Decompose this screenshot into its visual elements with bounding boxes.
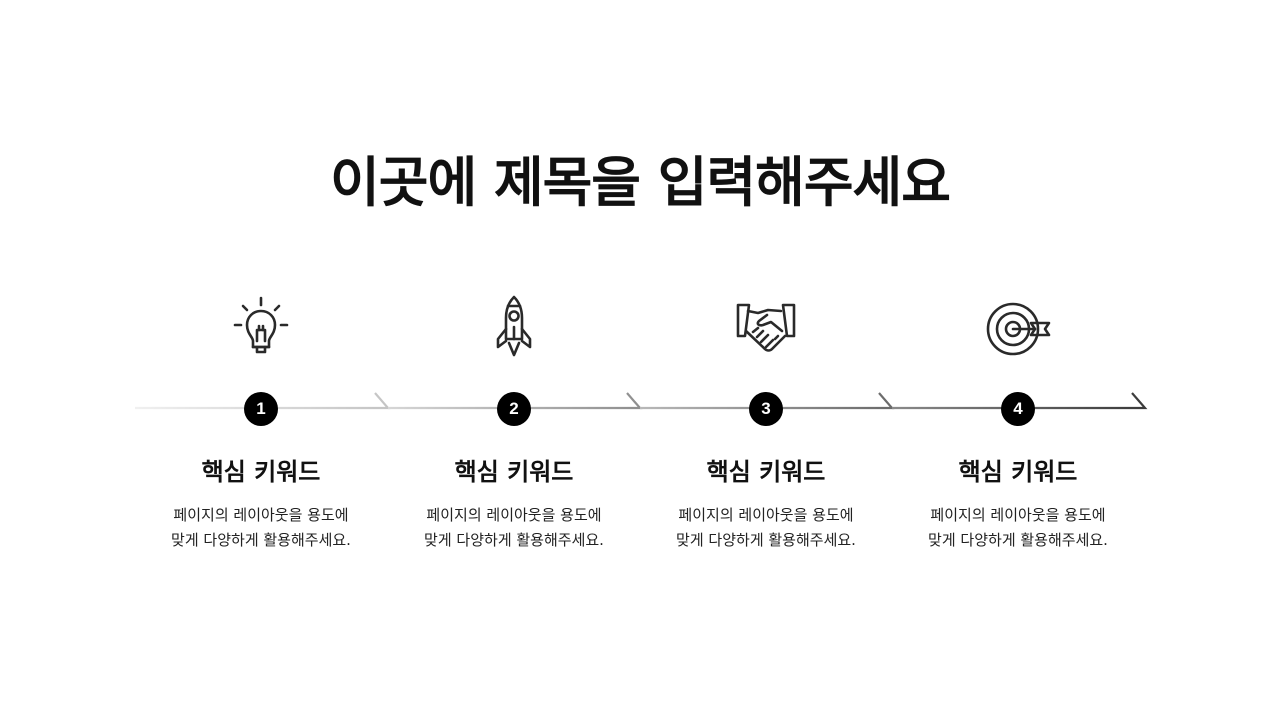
- rocket-icon: [479, 292, 549, 362]
- timeline-segment-4: [892, 392, 1148, 410]
- step-number-badge: 2: [497, 392, 531, 426]
- page-title: 이곳에 제목을 입력해주세요: [330, 151, 951, 214]
- step-description: 페이지의 레이아웃을 용도에 맞게 다양하게 활용해주세요.: [892, 503, 1144, 553]
- step-description-line: 맞게 다양하게 활용해주세요.: [171, 531, 351, 549]
- step-number-badge: 4: [1001, 392, 1035, 426]
- handshake-icon: [731, 292, 801, 362]
- step-description: 페이지의 레이아웃을 용도에 맞게 다양하게 활용해주세요.: [388, 503, 640, 553]
- step-title: 핵심 키워드: [454, 458, 574, 486]
- step-description-line: 맞게 다양하게 활용해주세요.: [928, 531, 1108, 549]
- step-title: 핵심 키워드: [201, 458, 321, 486]
- step-description-line: 페이지의 레이아웃을 용도에: [678, 506, 854, 524]
- step-title: 핵심 키워드: [706, 458, 826, 486]
- step-description-line: 페이지의 레이아웃을 용도에: [426, 506, 602, 524]
- step-description-line: 맞게 다양하게 활용해주세요.: [424, 531, 604, 549]
- step-description-line: 맞게 다양하게 활용해주세요.: [676, 531, 856, 549]
- step-title: 핵심 키워드: [958, 458, 1078, 486]
- step-number-badge: 3: [749, 392, 783, 426]
- step-description: 페이지의 레이아웃을 용도에 맞게 다양하게 활용해주세요.: [640, 503, 892, 553]
- timeline-segments: [135, 392, 1148, 410]
- lightbulb-icon: [226, 292, 296, 362]
- timeline: [0, 380, 1280, 430]
- step-description: 페이지의 레이아웃을 용도에 맞게 다양하게 활용해주세요.: [135, 503, 387, 553]
- target-icon: [983, 292, 1053, 362]
- step-number-badge: 1: [244, 392, 278, 426]
- step-description-line: 페이지의 레이아웃을 용도에: [930, 506, 1106, 524]
- step-description-line: 페이지의 레이아웃을 용도에: [173, 506, 349, 524]
